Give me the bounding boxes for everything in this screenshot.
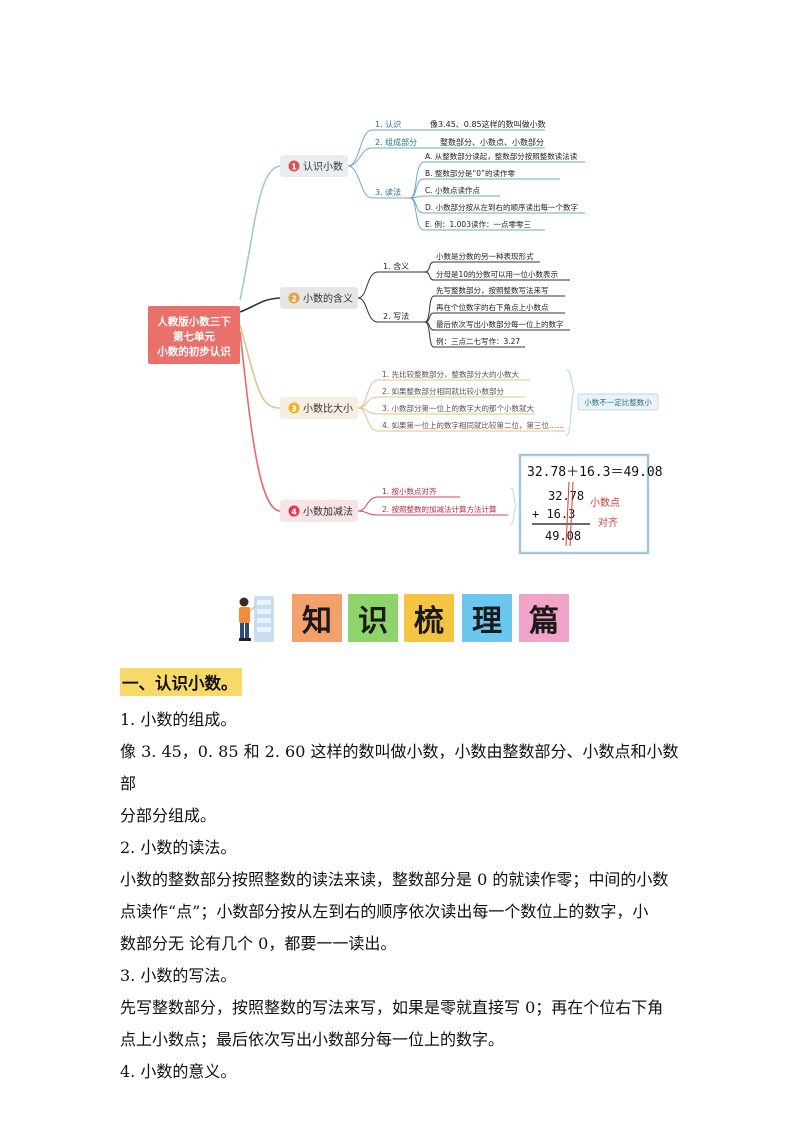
b1-item-2-label: 2. 组成部分 xyxy=(375,137,417,147)
banner-tile-5: 篇 xyxy=(519,594,569,642)
heading-meaning: 4. 小数的意义。 xyxy=(120,1062,237,1081)
studying-person-illustration xyxy=(239,596,274,642)
b1-read-a: A. 从整数部分读起，整数部分按照整数读法读 xyxy=(425,151,578,161)
document-body: 一、认识小数。 1. 小数的组成。 像 3. 45，0. 85 和 2. 60 … xyxy=(120,668,680,1088)
banner-tile-1: 知 xyxy=(292,594,342,642)
branch-4-num: 4 xyxy=(291,508,297,517)
b1-read-c: C. 小数点读作点 xyxy=(425,185,481,195)
banner-tile-3: 梳 xyxy=(404,594,454,642)
branch-3-title: 小数比大小 xyxy=(303,402,353,415)
root-line-2: 第七单元 xyxy=(173,330,215,343)
b1-item-1-label: 1. 认识 xyxy=(375,119,401,129)
heading-writing: 3. 小数的写法。 xyxy=(120,966,237,985)
b2-item-1-label: 1. 含义 xyxy=(383,261,409,271)
b1-read-e: E. 例：1.003读作：一点零零三 xyxy=(425,219,531,229)
example-card xyxy=(518,453,650,555)
b3-item-2: 2. 如果整数部分相同就比较小数部分 xyxy=(382,386,505,396)
banner-tile-4: 理 xyxy=(462,594,512,642)
example-equation: 32.78＋16.3＝49.08 xyxy=(527,465,663,480)
b2-write-3: 最后依次写出小数部分每一位上的数字 xyxy=(436,319,564,329)
example-result: 49.08 xyxy=(545,529,581,543)
b2-meaning-1: 小数是分数的另一种表现形式 xyxy=(436,251,534,261)
root-line-1: 人教版小数三下 xyxy=(157,315,231,328)
b3-summary: 小数不一定比整数小 xyxy=(584,397,652,407)
branch-1-title: 认识小数 xyxy=(303,160,343,173)
root-line-3: 小数的初步认识 xyxy=(156,345,231,358)
b1-item-2-note: 整数部分、小数点、小数部分 xyxy=(440,137,544,147)
b2-item-2-label: 2. 写法 xyxy=(383,311,409,321)
example-line-2: + 16.3 xyxy=(532,507,575,521)
branch-2-num: 2 xyxy=(291,295,297,304)
b1-item-1-note: 像3.45、0.85这样的数叫做小数 xyxy=(430,119,546,129)
example-note-2: 对齐 xyxy=(598,516,618,529)
b2-write-4: 例：三点二七写作：3.27 xyxy=(436,336,520,346)
branch-3: 3 小数比大小 1. 先比较整数部分，整数部分大的小数大 2. 如果整数部分相同… xyxy=(280,369,659,437)
heading-composition: 1. 小数的组成。 xyxy=(120,710,237,729)
branch-4: 4 小数加减法 1. 按小数点对齐 2. 按照整数的加减法计算方法计算 32.7… xyxy=(280,453,663,555)
b1-item-3-label: 3. 读法 xyxy=(375,187,401,197)
b3-item-1: 1. 先比较整数部分，整数部分大的小数大 xyxy=(382,369,520,379)
paragraph-line: 点读作“点”；小数部分按从左到右的顺序依次读出每一个数位上的数字，小 xyxy=(120,902,649,921)
b3-item-3: 3. 小数部分第一位上的数字大的那个小数就大 xyxy=(382,403,535,413)
b2-write-1: 先写整数部分，按照整数写法来写 xyxy=(436,285,549,295)
b2-write-2: 再在个位数字的右下角点上小数点 xyxy=(436,302,549,312)
banner-tile-2: 识 xyxy=(348,594,398,642)
branch-2: 2 小数的含义 1. 含义 2. 写法 小数是分数的另一种表现形式 分母是10的… xyxy=(280,251,570,348)
paragraph-line: 先写整数部分，按照整数的写法来写，如果是零就直接写 0；再在个位右下角 xyxy=(120,998,664,1017)
knowledge-banner: 知 识 梳 理 篇 xyxy=(230,590,575,646)
paragraph-line: 像 3. 45，0. 85 和 2. 60 这样的数叫做小数，小数由整数部分、小… xyxy=(120,742,679,793)
branch-4-title: 小数加减法 xyxy=(303,505,353,518)
example-line-1: 32.78 xyxy=(548,489,584,503)
b4-item-1: 1. 按小数点对齐 xyxy=(382,486,437,496)
paragraph-line: 点上小数点；最后依次写出小数部分每一位上的数字。 xyxy=(120,1030,505,1049)
b1-read-b: B. 整数部分是“0”的读作零 xyxy=(425,168,515,178)
heading-reading: 2. 小数的读法。 xyxy=(120,838,237,857)
root-node xyxy=(148,306,240,364)
b1-read-d: D. 小数部分按从左到右的顺序读出每一个数字 xyxy=(425,202,578,212)
branch-2-title: 小数的含义 xyxy=(303,292,353,305)
b4-item-2: 2. 按照整数的加减法计算方法计算 xyxy=(382,504,497,514)
b2-meaning-2: 分母是10的分数可以用一位小数表示 xyxy=(436,269,559,279)
section-heading: 一、认识小数。 xyxy=(120,668,242,696)
b3-item-4: 4. 如果第一位上的数字相同就比较第二位，第三位…… xyxy=(382,420,564,430)
branch-3-num: 3 xyxy=(291,405,297,414)
paragraph-line: 数部分无 论有几个 0，都要一一读出。 xyxy=(120,934,397,953)
branch-1: 1 认识小数 1. 认识 像3.45、0.85这样的数叫做小数 2. 组成部分 … xyxy=(280,119,585,231)
example-note-1: 小数点 xyxy=(590,496,620,509)
branch-1-num: 1 xyxy=(291,163,297,172)
paragraph-line: 小数的整数部分按照整数的读法来读，整数部分是 0 的就读作零；中间的小数 xyxy=(120,870,669,889)
paragraph-line: 分部分组成。 xyxy=(120,806,217,825)
mind-map: 人教版小数三下 第七单元 小数的初步认识 1 认识小数 1. 认识 像3.45、… xyxy=(148,119,663,555)
